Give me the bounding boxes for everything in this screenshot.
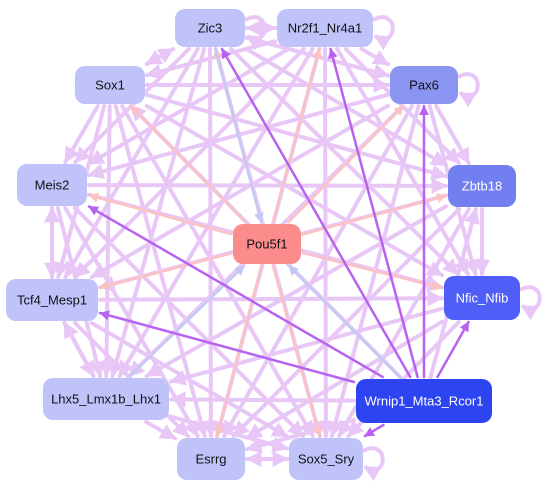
node-pax6[interactable]: Pax6: [390, 66, 458, 104]
node-label-sox1: Sox1: [95, 77, 125, 92]
node-label-nr2f1: Nr2f1_Nr4a1: [288, 20, 362, 35]
edge-pou5f1-to-nfic: [301, 251, 444, 291]
node-box-meis2[interactable]: [17, 164, 87, 206]
edge-pax6-to-zbtb18: [434, 104, 471, 165]
edge-pou5f1-to-tcf4: [98, 252, 233, 291]
edge-sox1-to-meis2: [63, 104, 100, 164]
edge-wrnip1-to-pou5f1: [287, 264, 402, 379]
edge-lhx5-to-tcf4: [62, 321, 96, 378]
edge-wrnip1-to-zic3: [220, 47, 412, 379]
node-box-zbtb18[interactable]: [448, 165, 516, 207]
node-label-lhx5: Lhx5_Lmx1b_Lhx1: [51, 391, 161, 406]
edge-nfic-to-lhx5: [169, 306, 444, 386]
node-tcf4[interactable]: Tcf4_Mesp1: [6, 279, 98, 321]
node-box-pax6[interactable]: [390, 66, 458, 104]
edge-wrnip1-to-nr2f1: [328, 47, 419, 379]
node-box-pou5f1[interactable]: [233, 224, 301, 264]
edge-wrnip1-to-meis2: [87, 205, 384, 379]
edge-pou5f1-to-meis2: [87, 192, 233, 236]
node-box-zic3[interactable]: [175, 9, 245, 47]
node-lhx5[interactable]: Lhx5_Lmx1b_Lhx1: [43, 378, 169, 420]
node-pou5f1[interactable]: Pou5f1: [233, 224, 301, 264]
node-box-nfic[interactable]: [444, 276, 520, 320]
edge-sox1-to-sox5: [120, 104, 315, 438]
edge-nr2f1-to-pax6: [359, 47, 390, 67]
node-label-pou5f1: Pou5f1: [246, 236, 287, 251]
self-loop-nfic: [519, 285, 542, 321]
node-box-esrrg[interactable]: [177, 438, 245, 480]
node-label-tcf4: Tcf4_Mesp1: [17, 292, 87, 307]
edge-sox1-to-zic3: [144, 47, 176, 66]
node-label-zbtb18: Zbtb18: [462, 178, 502, 193]
edge-pax6-to-esrrg: [222, 104, 414, 438]
edge-sox1-to-nfic: [144, 104, 444, 278]
edge-zic3-to-pou5f1: [214, 47, 264, 224]
edge-nr2f1-to-sox5: [317, 47, 334, 438]
node-box-sox1[interactable]: [75, 66, 145, 104]
node-box-tcf4[interactable]: [6, 279, 98, 321]
edge-zic3-to-esrrg: [202, 47, 219, 438]
node-label-esrrg: Esrrg: [195, 451, 226, 466]
edge-wrnip1-to-lhx5: [169, 391, 356, 408]
node-label-zic3: Zic3: [198, 20, 223, 35]
edge-wrnip1-to-nfic: [436, 320, 470, 379]
node-wrnip1[interactable]: Wrnip1_Mta3_Rcor1: [356, 379, 492, 423]
node-label-nfic: Nfic_Nfib: [456, 290, 509, 305]
self-loops-layer: [244, 15, 542, 482]
node-box-lhx5[interactable]: [43, 378, 169, 420]
edge-tcf4-to-nfic: [98, 290, 444, 307]
edge-meis2-to-zbtb18: [87, 177, 448, 194]
self-loop-nr2f1: [372, 15, 395, 51]
node-esrrg[interactable]: Esrrg: [177, 438, 245, 480]
edge-wrnip1-to-sox5: [363, 423, 385, 438]
edge-wrnip1-to-tcf4: [98, 310, 356, 384]
edge-lhx5-to-sox5: [169, 414, 289, 453]
node-meis2[interactable]: Meis2: [17, 164, 87, 206]
edge-nr2f1-to-lhx5: [117, 47, 315, 378]
node-label-pax6: Pax6: [409, 77, 439, 92]
node-sox1[interactable]: Sox1: [75, 66, 145, 104]
self-loop-sox5: [362, 446, 385, 482]
edge-pou5f1-to-sox5: [271, 264, 323, 438]
node-nfic[interactable]: Nfic_Nfib: [444, 276, 520, 320]
node-box-sox5[interactable]: [289, 438, 363, 480]
edge-pax6-to-tcf4: [89, 103, 390, 279]
node-sox5[interactable]: Sox5_Sry: [289, 438, 363, 480]
node-zic3[interactable]: Zic3: [175, 9, 245, 47]
edge-pou5f1-to-nr2f1: [271, 47, 322, 224]
edge-pou5f1-to-sox1: [129, 104, 247, 224]
edge-meis2-to-sox5: [73, 206, 305, 438]
node-label-wrnip1: Wrnip1_Mta3_Rcor1: [365, 393, 484, 408]
node-box-nr2f1[interactable]: [277, 9, 373, 47]
self-loop-zic3: [244, 15, 267, 51]
edge-tcf4-to-sox5: [89, 321, 289, 439]
node-nr2f1[interactable]: Nr2f1_Nr4a1: [277, 9, 373, 47]
edge-zbtb18-to-lhx5: [144, 204, 448, 378]
node-label-sox5: Sox5_Sry: [298, 451, 355, 466]
node-label-meis2: Meis2: [35, 177, 70, 192]
node-box-wrnip1[interactable]: [356, 379, 492, 423]
self-loop-pax6: [457, 72, 480, 108]
node-zbtb18[interactable]: Zbtb18: [448, 165, 516, 207]
edge-lhx5-to-esrrg: [144, 420, 177, 441]
edge-pou5f1-to-pax6: [287, 104, 405, 224]
